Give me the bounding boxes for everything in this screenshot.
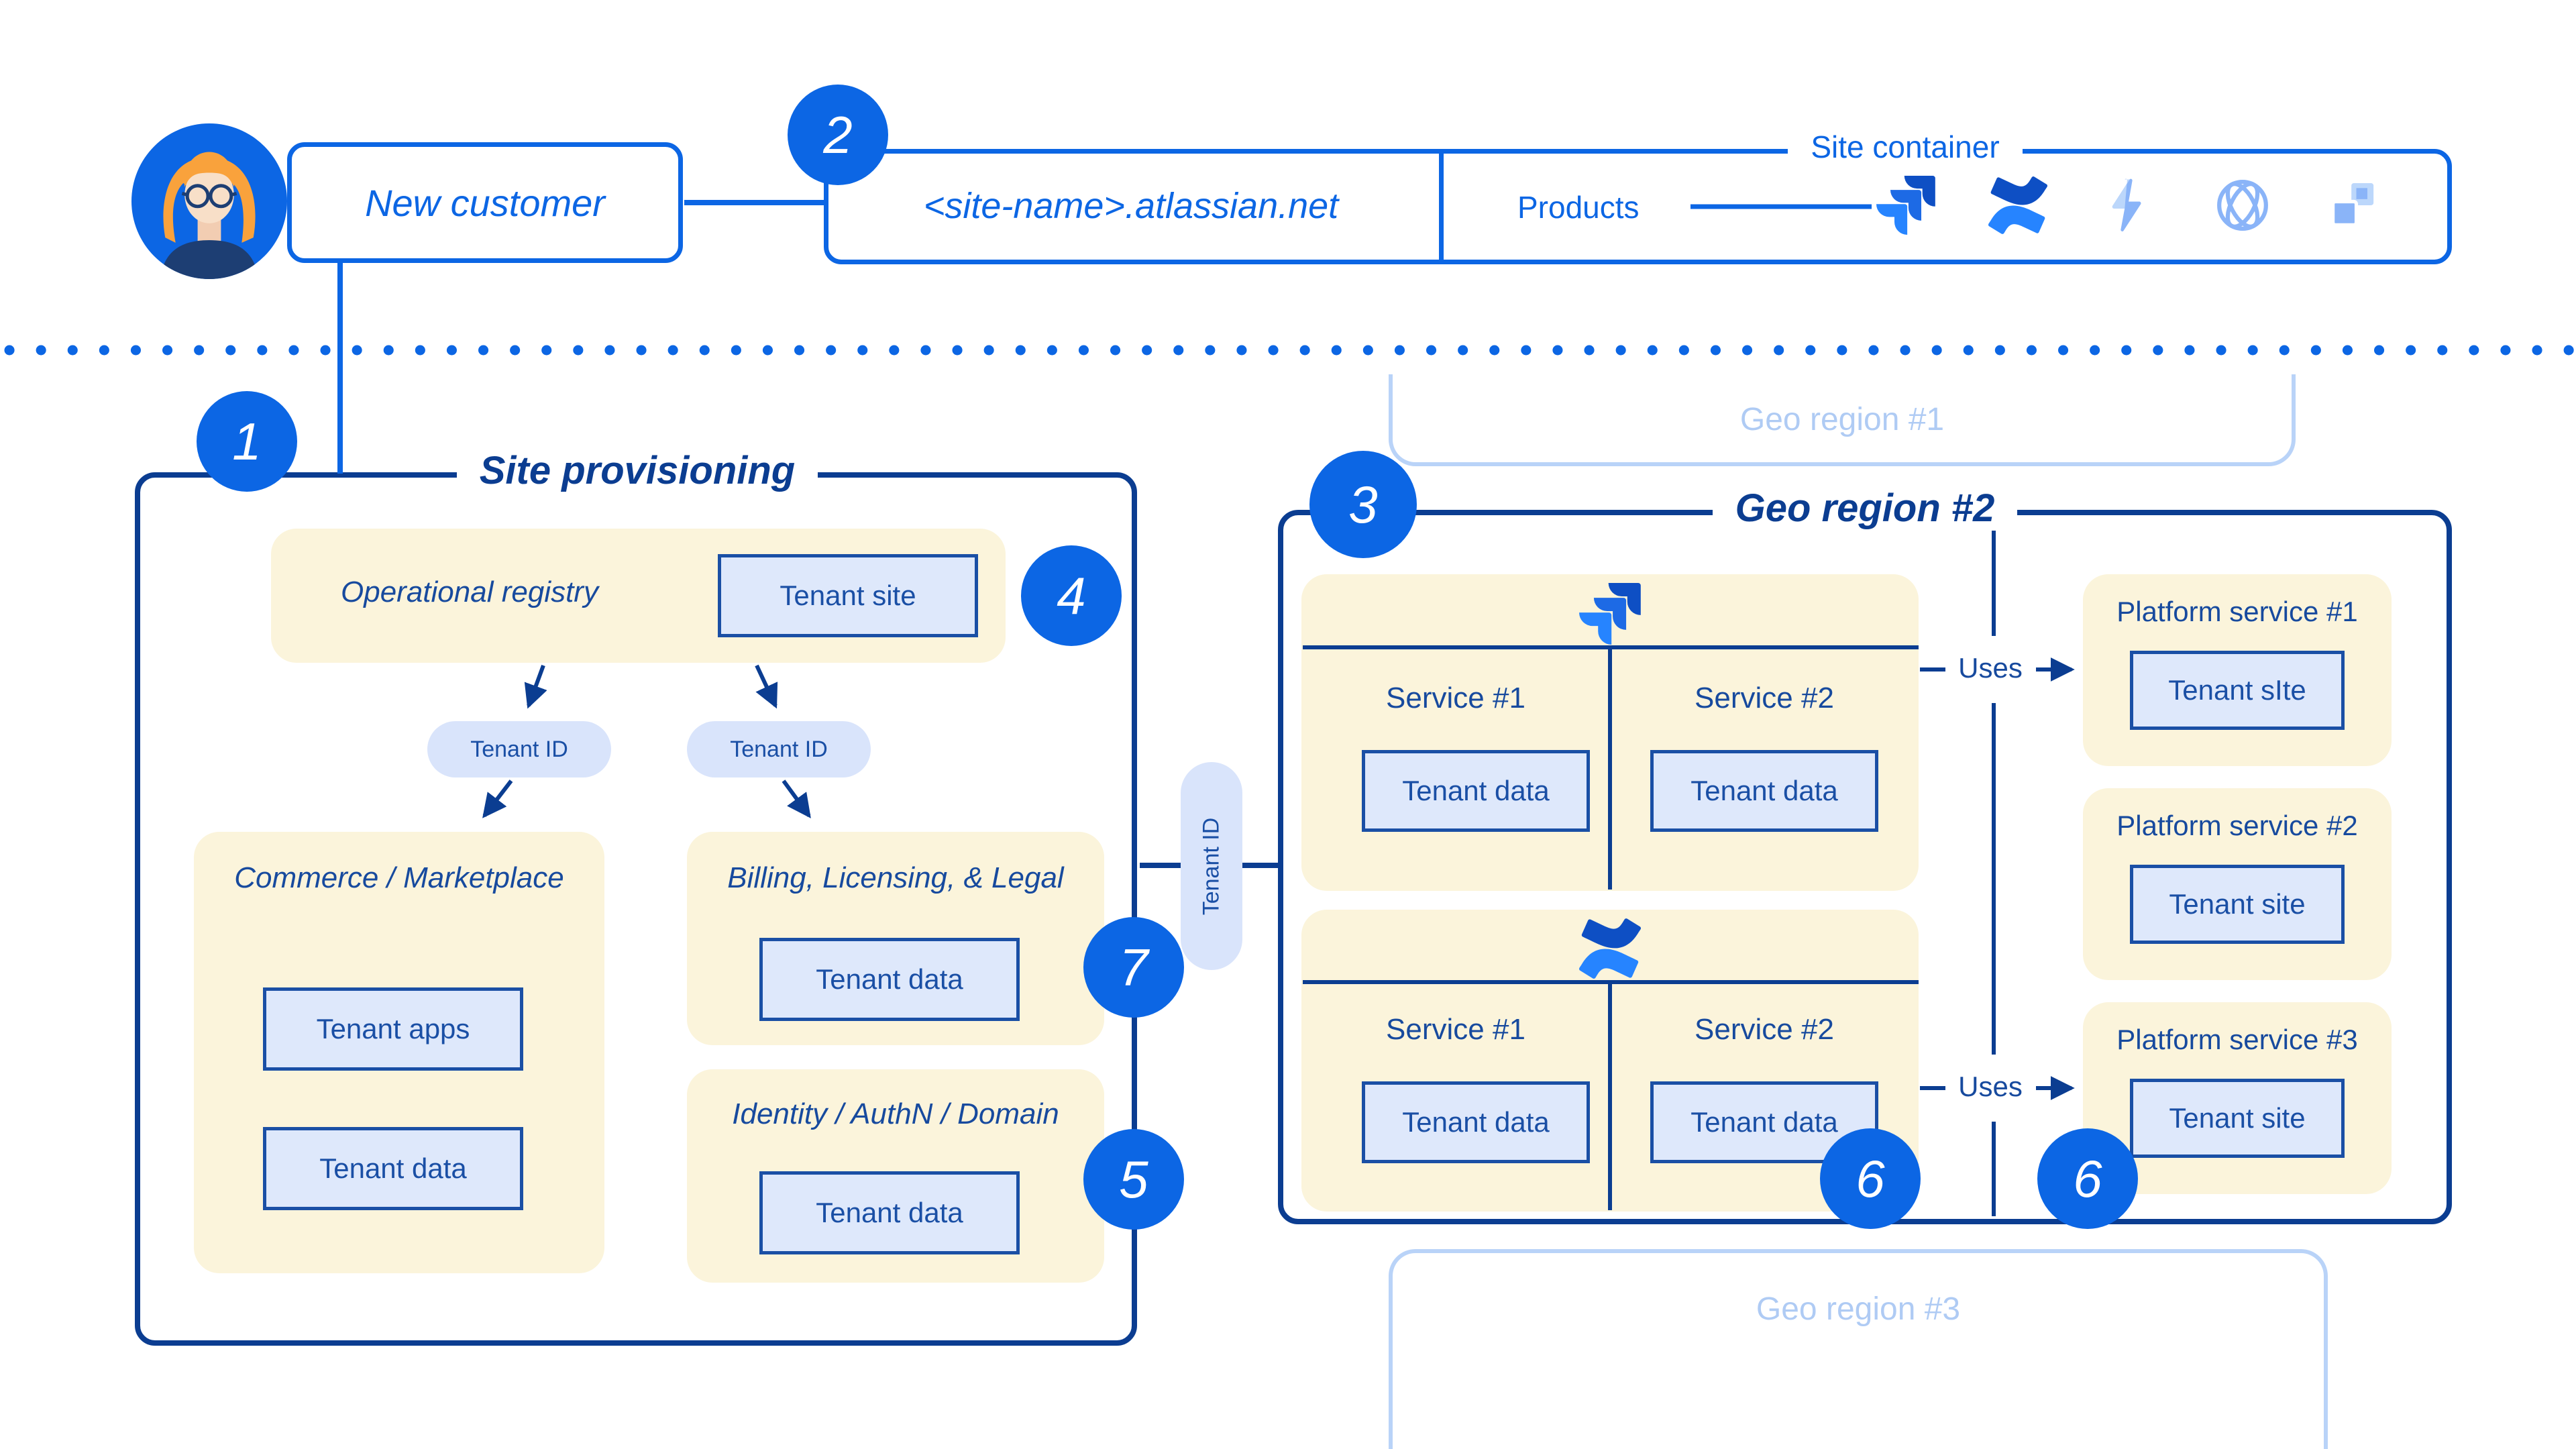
- jira-service-2-label: Service #2: [1695, 682, 1834, 714]
- commerce-marketplace-title: Commerce / Marketplace: [234, 861, 564, 894]
- site-container-divider: [1439, 154, 1444, 260]
- site-name-text: <site-name>.atlassian.net: [923, 186, 1339, 226]
- new-customer-label: New customer: [365, 181, 605, 224]
- confluence-service-2-label: Service #2: [1695, 1013, 1834, 1046]
- platform-service-2-title: Platform service #2: [2116, 810, 2358, 841]
- confluence-icon: [1988, 176, 2047, 235]
- bolt-icon: [2098, 176, 2157, 235]
- geo-region-1-label: Geo region #1: [1739, 402, 1945, 437]
- uses-label-2: Uses: [1947, 1071, 2034, 1103]
- tenant-site-box: Tenant site: [718, 554, 978, 637]
- step-badge-1: 1: [197, 391, 297, 492]
- site-provisioning-title: Site provisioning: [436, 448, 839, 493]
- platform-service-3-title: Platform service #3: [2116, 1024, 2358, 1055]
- tenant-id-pill-left: Tenant ID: [427, 721, 611, 777]
- tenant-id-connector-pill-text: Tenant ID: [1198, 817, 1224, 915]
- step-badge-6-services: 6: [1820, 1128, 1921, 1229]
- jira-service-1-label: Service #1: [1386, 682, 1525, 714]
- site-container-title: Site container: [1737, 129, 2073, 165]
- identity-tenant-data-box: Tenant data: [759, 1171, 1020, 1254]
- identity-authn-domain-title: Identity / AuthN / Domain: [732, 1097, 1059, 1130]
- products-label: Products: [1517, 190, 1640, 225]
- step-badge-4: 4: [1021, 545, 1122, 646]
- confluence-service-1-tenant-data-box: Tenant data: [1362, 1081, 1590, 1163]
- billing-tenant-data-box: Tenant data: [759, 938, 1020, 1021]
- site-container-box: [824, 149, 2452, 264]
- jira-service-2-tenant-data-box: Tenant data: [1650, 750, 1878, 832]
- site-container-title-text: Site container: [1788, 129, 2023, 165]
- confluence-group-icon: [1579, 918, 1641, 979]
- jira-icon: [1876, 176, 1935, 235]
- platform-service-3-tenant-site-box: Tenant site: [2130, 1079, 2345, 1158]
- statuspage-icon: [2213, 176, 2272, 235]
- step-badge-2: 2: [788, 85, 888, 185]
- customer-avatar: [131, 123, 287, 279]
- geo-region-2-title-text: Geo region #2: [1712, 486, 2018, 531]
- step-badge-7: 7: [1083, 917, 1184, 1018]
- tenant-id-pill-right: Tenant ID: [687, 721, 871, 777]
- uses-label-1: Uses: [1947, 652, 2034, 684]
- geo-region-1-bracket: [1389, 374, 2296, 466]
- geo-region-3-bracket: [1389, 1249, 2328, 1449]
- new-customer-box: New customer: [287, 142, 683, 263]
- platform-service-2-tenant-site-box: Tenant site: [2130, 865, 2345, 944]
- squares-icon: [2323, 176, 2382, 235]
- platform-service-1-tenant-site-box: Tenant sIte: [2130, 651, 2345, 730]
- step-badge-6-platform: 6: [2037, 1128, 2138, 1229]
- avatar-shoulders: [160, 240, 259, 279]
- geo-region-2-title: Geo region #2: [1664, 486, 2066, 531]
- avatar-glasses: [181, 184, 237, 209]
- confluence-service-2-tenant-data-box: Tenant data: [1650, 1081, 1878, 1163]
- jira-service-1-tenant-data-box: Tenant data: [1362, 750, 1590, 832]
- platform-service-1-title: Platform service #1: [2116, 596, 2358, 627]
- confluence-service-1-label: Service #1: [1386, 1013, 1525, 1046]
- step-badge-5: 5: [1083, 1129, 1184, 1230]
- commerce-tenant-data-box: Tenant data: [263, 1127, 523, 1210]
- jira-group-icon: [1579, 583, 1641, 645]
- step-badge-3: 3: [1309, 451, 1417, 558]
- geo-region-3-label: Geo region #3: [1756, 1291, 1961, 1327]
- tenant-apps-box: Tenant apps: [263, 987, 523, 1071]
- operational-registry-title: Operational registry: [341, 576, 598, 608]
- site-provisioning-title-text: Site provisioning: [456, 448, 818, 493]
- billing-licensing-legal-title: Billing, Licensing, & Legal: [727, 861, 1064, 894]
- tenant-id-connector-pill: Tenant ID: [1181, 762, 1242, 970]
- avatar-bangs: [184, 152, 235, 187]
